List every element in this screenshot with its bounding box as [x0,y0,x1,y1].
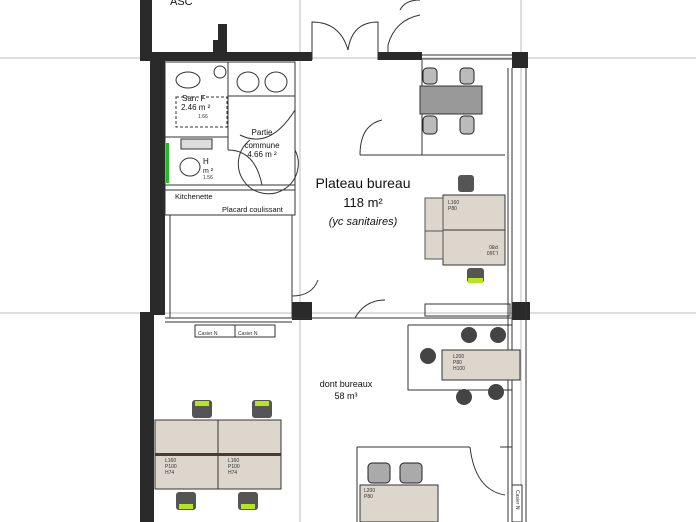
wc-men-label: H [203,157,209,166]
toilet-icon [179,157,201,177]
chair-icon [458,175,474,192]
closet-label: Placard coulissant [222,205,284,214]
wc-men-area: m ² [203,168,214,175]
chair-icon [488,384,504,400]
chair-icon [420,348,436,364]
desk-label-1: L160 [448,200,459,206]
toilet-icon [175,71,201,89]
wc-women-label: San. F [182,94,206,103]
chair-icon [490,327,506,343]
locker-label: Casier N [198,331,218,337]
desk-label-6: P80 [364,494,373,500]
desk-label-3: P80 [453,360,462,366]
main-room-title: Plateau bureau [316,175,411,191]
wc-men-dim: 1.56 [203,175,213,181]
desk-group-right [424,175,506,283]
desk-group-bottom-left [154,400,282,510]
locker-label: Casier N [238,331,258,337]
accessibility-bar [166,143,169,183]
chair-icon [399,462,423,484]
chair-icon [456,389,472,405]
chair-icon [422,67,438,85]
locker-label: Casier N [514,490,520,510]
desk-group-bottom-right [359,462,439,522]
sink-icon [264,71,288,93]
desk-label-4: H74 [165,470,174,476]
meeting-table [419,67,483,135]
elevator-label: ASC [170,0,193,8]
desk-label-6: L200 [364,488,375,494]
offices-area: 58 m³ [334,391,357,401]
chair-icon [367,462,391,484]
chair-icon [459,67,475,85]
desk-label-2: P80 [489,243,498,249]
offices-label: dont bureaux [320,379,373,389]
desk-label-3: L200 [453,354,464,360]
desk-label-3: H100 [453,366,465,372]
wc-women-dim: 1.66 [198,114,208,120]
desk-label-4: P100 [165,464,177,470]
common-area: 4.66 m ² [247,150,277,159]
desk-group-office-right [420,327,521,405]
lockers [194,324,523,522]
main-room-area: 118 m² [343,195,383,210]
desk-label-2: L160 [487,249,498,255]
desk-label-5: L160 [228,458,239,464]
chair-icon [461,327,477,343]
common-label: commune [244,141,280,150]
sanitary-block [164,61,299,319]
kitchenette-label: Kitchenette [175,192,213,201]
desk-label-1: P80 [448,206,457,212]
desk-label-5: H74 [228,470,237,476]
sink-icon [236,71,260,93]
main-room-note: (yc sanitaires) [329,216,398,228]
chair-icon [459,115,475,135]
walls [140,0,530,522]
wc-women-area: 2.46 m ² [181,103,211,112]
chair-icon [422,115,438,135]
common-label: Partie [252,128,273,137]
desk-label-4: L160 [165,458,176,464]
desk-label-5: P100 [228,464,240,470]
drain-icon [213,65,227,79]
